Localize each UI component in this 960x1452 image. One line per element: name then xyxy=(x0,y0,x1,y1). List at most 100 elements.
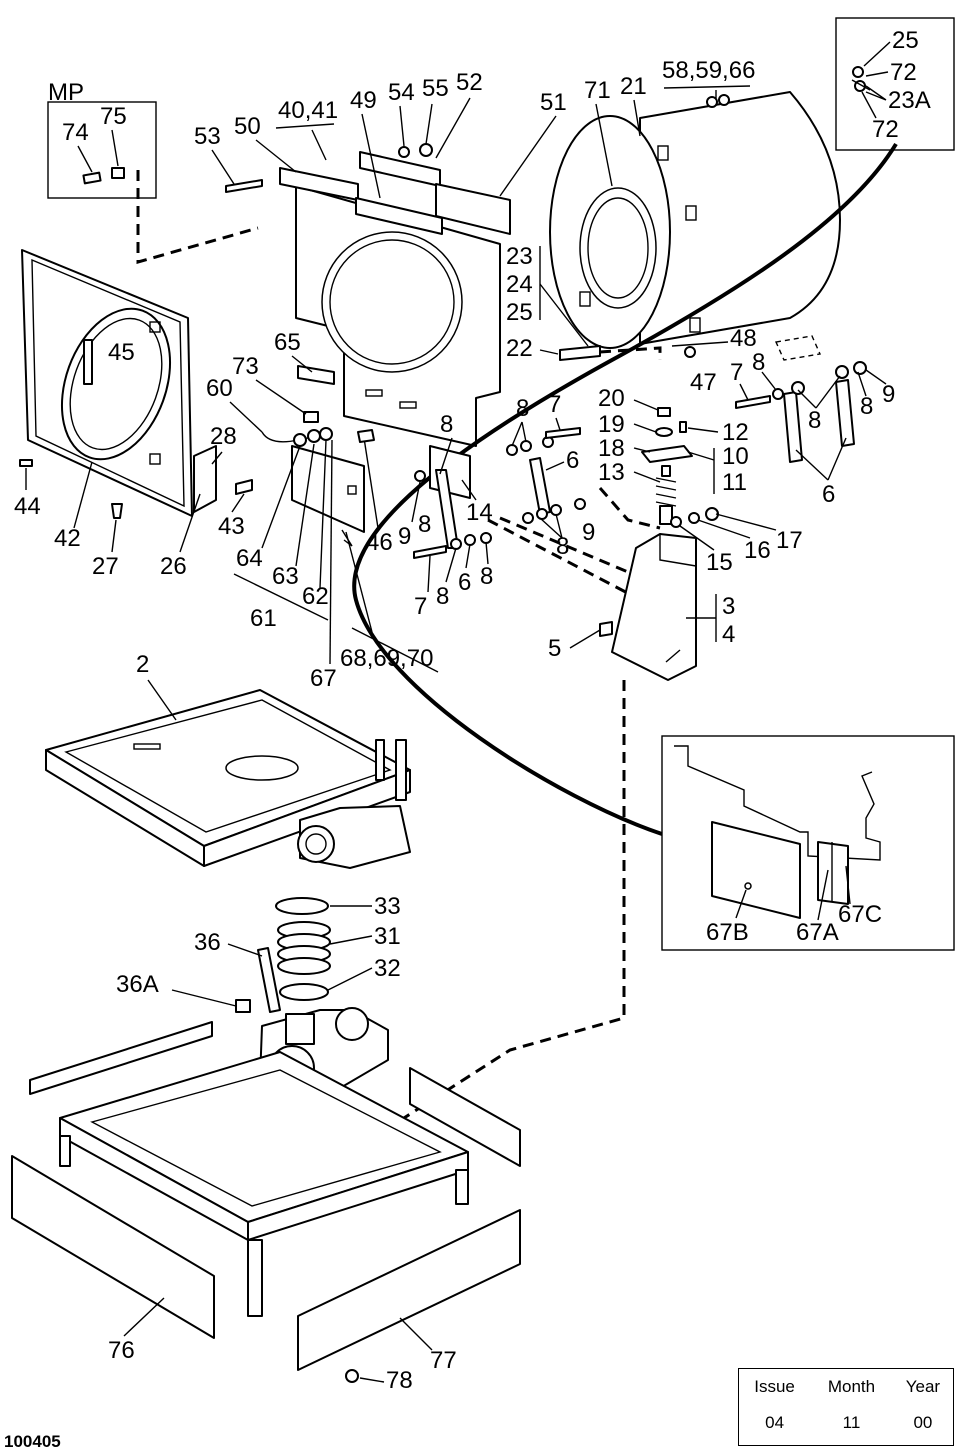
label-73: 73 xyxy=(232,353,259,380)
part-27-screw xyxy=(111,503,123,519)
revision-value-issue: 04 xyxy=(765,1413,785,1432)
label-7b: 7 xyxy=(414,593,427,620)
label-64: 64 xyxy=(236,545,263,572)
label-15: 15 xyxy=(706,549,733,576)
part-77-side-panel xyxy=(297,1209,521,1371)
part-washers-center xyxy=(414,436,586,550)
label-71: 71 xyxy=(584,77,611,104)
part-36A-fitting xyxy=(235,999,251,1013)
part-7-bolts xyxy=(413,427,581,559)
label-10: 10 xyxy=(722,443,749,470)
label-25-inset: 25 xyxy=(892,27,919,54)
part-53-bolt xyxy=(225,179,263,193)
label-27: 27 xyxy=(92,553,119,580)
label-25: 25 xyxy=(506,299,533,326)
part-51-block xyxy=(435,183,511,235)
inset-box-67 xyxy=(661,735,955,951)
part-18-plate xyxy=(641,445,693,463)
label-40-41: 40,41 xyxy=(278,97,338,124)
label-42: 42 xyxy=(54,525,81,552)
revision-value-month: 11 xyxy=(842,1413,861,1432)
label-8e: 8 xyxy=(436,583,449,610)
revision-value-year: 00 xyxy=(913,1413,933,1432)
label-53: 53 xyxy=(194,123,221,150)
label-6c: 6 xyxy=(822,481,835,508)
part-40-41-back-panel xyxy=(295,185,501,447)
label-44: 44 xyxy=(14,493,41,520)
part-67-inset-panel xyxy=(674,745,881,861)
part-52-bar xyxy=(359,151,441,187)
part-44-screw xyxy=(19,459,33,467)
part-64-63-62-fittings xyxy=(293,427,333,447)
label-50: 50 xyxy=(234,113,261,140)
label-3: 3 xyxy=(722,593,735,620)
label-33: 33 xyxy=(374,893,401,920)
label-54: 54 xyxy=(388,79,415,106)
mp-dashed-lead xyxy=(136,170,259,264)
part-49-bar xyxy=(355,197,443,235)
part-36-hose xyxy=(257,947,281,1013)
label-26: 26 xyxy=(160,553,187,580)
label-63: 63 xyxy=(272,563,299,590)
curved-leader-line xyxy=(352,142,898,836)
part-32-clamp xyxy=(279,983,329,1001)
label-5: 5 xyxy=(548,635,561,662)
label-76: 76 xyxy=(108,1337,135,1364)
part-5-bolt xyxy=(599,621,613,637)
part-19-washer xyxy=(655,427,673,437)
label-8h: 8 xyxy=(808,407,821,434)
part-78-screw xyxy=(345,1369,359,1383)
part-31-bellows xyxy=(277,921,331,975)
label-21: 21 xyxy=(620,73,647,100)
label-55: 55 xyxy=(422,75,449,102)
part-15-16-17-nuts xyxy=(670,507,719,528)
label-36A: 36A xyxy=(116,971,159,998)
label-8d: 8 xyxy=(556,533,569,560)
label-6a: 6 xyxy=(566,447,579,474)
label-8g: 8 xyxy=(752,349,765,376)
label-23A-inset: 23A xyxy=(888,87,931,114)
label-11: 11 xyxy=(722,469,747,496)
part-76-side-panel xyxy=(11,1155,215,1339)
label-16: 16 xyxy=(744,537,771,564)
part-2-base-frame xyxy=(45,689,411,867)
label-60: 60 xyxy=(206,375,233,402)
part-6-shock-absorbers xyxy=(783,379,855,463)
label-72-inset-a: 72 xyxy=(890,59,917,86)
label-8f: 8 xyxy=(480,563,493,590)
label-49: 49 xyxy=(350,87,377,114)
part-12-screw xyxy=(679,421,687,433)
label-4: 4 xyxy=(722,621,735,648)
mp-inset-box xyxy=(47,101,157,199)
label-13: 13 xyxy=(598,459,625,486)
part-25-valve-detail xyxy=(851,66,871,92)
label-12: 12 xyxy=(722,419,749,446)
label-72-inset-b: 72 xyxy=(872,116,899,143)
label-9a: 9 xyxy=(398,523,411,550)
label-18: 18 xyxy=(598,435,625,462)
label-6b: 6 xyxy=(458,569,471,596)
part-54-nut xyxy=(398,146,410,158)
part-13-spring xyxy=(655,465,677,525)
label-77: 77 xyxy=(430,1347,457,1374)
label-8a: 8 xyxy=(440,411,453,438)
label-8i: 8 xyxy=(860,393,873,420)
label-19: 19 xyxy=(598,411,625,438)
label-62: 62 xyxy=(302,583,329,610)
document-number: 100405 xyxy=(4,1432,61,1451)
lower-base-frame xyxy=(29,1021,521,1317)
label-61: 61 xyxy=(250,605,277,632)
label-17: 17 xyxy=(776,527,803,554)
part-67A-67C-plates xyxy=(817,841,849,905)
label-43: 43 xyxy=(218,513,245,540)
label-8c: 8 xyxy=(418,511,431,538)
label-67A: 67A xyxy=(796,919,839,946)
label-78: 78 xyxy=(386,1367,413,1394)
revision-table: Issue Month Year 04 11 00 xyxy=(738,1368,954,1446)
label-52: 52 xyxy=(456,69,483,96)
part-bracket-dashed xyxy=(774,335,822,361)
motor-assembly xyxy=(297,739,411,869)
part-58-59-66-fittings xyxy=(706,94,730,108)
label-2: 2 xyxy=(136,651,149,678)
